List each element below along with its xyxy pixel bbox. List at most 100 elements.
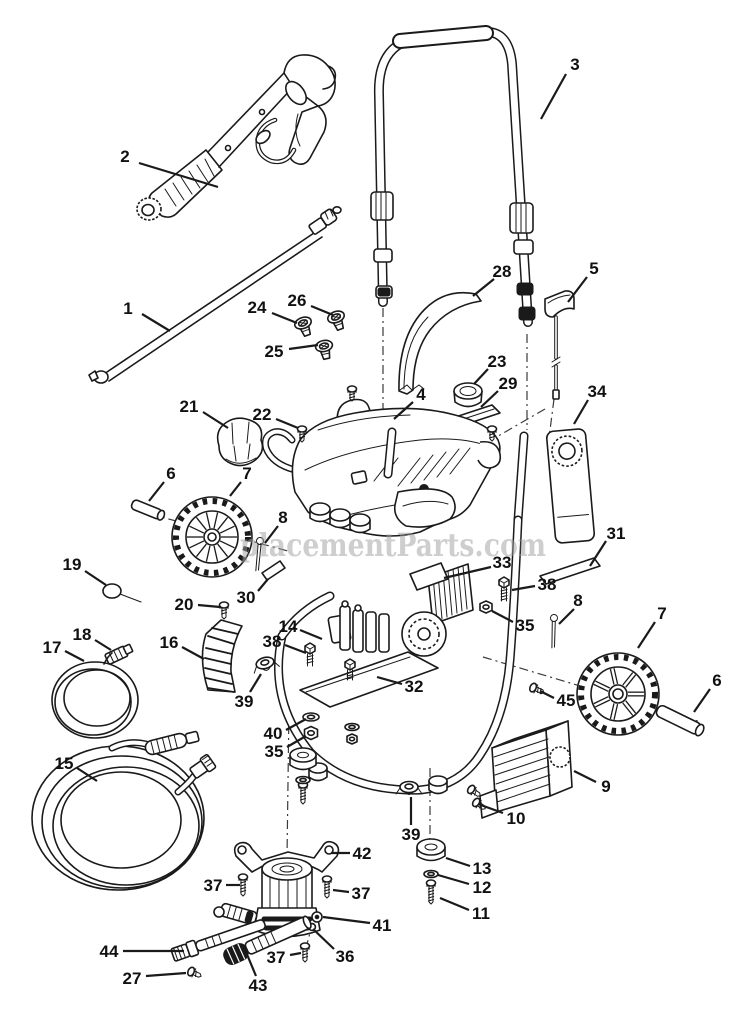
leader-line — [148, 481, 165, 502]
clear-tube-icon — [51, 652, 139, 739]
callout-number-19: 19 — [63, 555, 82, 574]
leader-line — [94, 639, 112, 651]
wheel-icon — [576, 652, 660, 736]
callout-number-35: 35 — [265, 742, 284, 761]
base-plate-icon — [299, 651, 439, 708]
leader-line — [443, 565, 492, 580]
callout-number-22: 22 — [253, 405, 272, 424]
leader-line — [312, 928, 335, 950]
leader-line — [480, 390, 499, 408]
knob-icon — [216, 417, 264, 467]
callout-number-17: 17 — [43, 638, 62, 657]
leader-line — [285, 718, 307, 731]
wheel-icon — [171, 496, 253, 578]
callout-number-24: 24 — [248, 298, 267, 317]
callout-number-25: 25 — [265, 342, 284, 361]
callout-number-42: 42 — [353, 844, 372, 863]
leader-line — [511, 584, 536, 592]
engine-cover-icon — [261, 398, 502, 537]
callout-number-37: 37 — [204, 876, 223, 895]
spark-plug-caps-icon — [309, 502, 371, 534]
leader-line — [181, 646, 205, 660]
inlet-tube-icon — [170, 919, 266, 962]
leader-line — [244, 951, 258, 977]
watermark-text: placementParts.com — [240, 526, 546, 564]
callout-number-7: 7 — [657, 604, 666, 623]
screw-icon — [528, 682, 545, 695]
leader-line — [288, 343, 319, 351]
callout-number-6: 6 — [166, 464, 175, 483]
leader-line — [573, 770, 597, 783]
nozzle-tip-icon — [314, 339, 334, 361]
leader-line — [393, 401, 414, 420]
hex-bolt-icon — [498, 576, 510, 602]
callout-number-34: 34 — [588, 382, 607, 401]
callout-number-15: 15 — [55, 754, 74, 773]
callout-number-35: 35 — [516, 616, 535, 635]
leader-line — [322, 915, 371, 925]
wheel-icon — [576, 652, 660, 736]
callout-number-7: 7 — [242, 464, 251, 483]
screw-icon — [321, 875, 333, 899]
callout-number-40: 40 — [264, 724, 283, 743]
unloader-icon — [219, 902, 258, 926]
screw-icon — [346, 385, 358, 402]
callout-number-36: 36 — [336, 947, 355, 966]
callout-number-27: 27 — [123, 969, 142, 988]
leader-line — [275, 417, 299, 430]
leader-line — [693, 688, 711, 713]
clamp-clip-icon — [253, 656, 280, 674]
axle-bolt-icon — [655, 704, 705, 737]
spray-gun-icon — [136, 54, 337, 221]
leader-line — [637, 621, 656, 649]
leader-line — [286, 735, 307, 748]
hex-nut-icon — [479, 600, 493, 614]
callout-number-31: 31 — [607, 524, 626, 543]
engine-block-icon — [327, 562, 474, 657]
callout-number-4: 4 — [416, 385, 426, 404]
callout-number-12: 12 — [473, 878, 492, 897]
leader-line — [558, 608, 575, 625]
hex-bolt-icon — [304, 642, 316, 667]
callout-number-38: 38 — [538, 575, 557, 594]
screw-icon — [486, 425, 498, 442]
leader-line — [271, 311, 298, 325]
screw-icon — [296, 425, 308, 443]
high-pressure-hose-icon — [31, 730, 217, 891]
screw-icon — [237, 873, 249, 897]
cap-plug-icon — [102, 583, 142, 603]
washer-icon — [344, 722, 360, 732]
leader-line — [264, 525, 279, 544]
hex-bolt-icon — [344, 658, 356, 681]
small-plate-icon — [261, 560, 286, 581]
callout-number-9: 9 — [601, 777, 610, 796]
axle-bolt-icon — [130, 499, 166, 521]
strip-label-icon — [539, 557, 601, 585]
frame-icon — [274, 427, 529, 795]
callout-number-3: 3 — [570, 55, 579, 74]
leader-line — [310, 304, 334, 317]
hose-fitting-icon — [104, 643, 134, 665]
nozzle-tip-icon — [293, 316, 313, 338]
spray-wand-icon — [88, 206, 342, 384]
handle-coupler-icon — [509, 202, 536, 321]
callout-number-44: 44 — [100, 942, 119, 961]
callout-number-11: 11 — [472, 904, 490, 923]
callout-number-20: 20 — [175, 595, 194, 614]
leader-line — [473, 368, 489, 385]
callout-number-21: 21 — [180, 397, 199, 416]
leader-line — [439, 896, 470, 912]
callout-number-37: 37 — [352, 884, 371, 903]
dipstick-icon — [544, 290, 575, 400]
callout-number-13: 13 — [473, 859, 492, 878]
callout-number-2: 2 — [120, 147, 129, 166]
leader-line — [491, 610, 514, 623]
leader-line — [76, 767, 98, 782]
callout-number-43: 43 — [249, 976, 268, 995]
callout-number-30: 30 — [237, 588, 256, 607]
washer-icon — [423, 869, 439, 879]
callout-number-39: 39 — [402, 825, 421, 844]
hang-tag-icon — [545, 428, 596, 544]
callout-number-45: 45 — [557, 691, 576, 710]
